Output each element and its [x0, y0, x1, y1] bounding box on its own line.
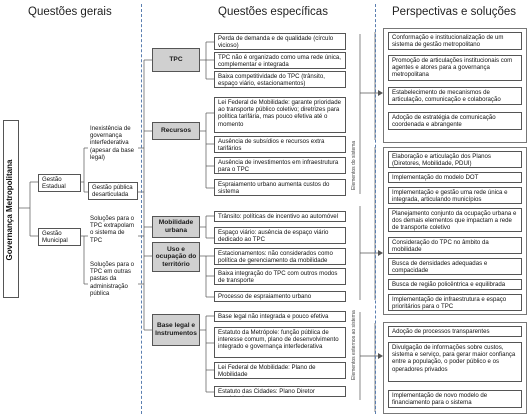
- specific-base-2: Estatuto da Metrópole: função pública de…: [214, 327, 346, 358]
- root-governance-label: Governança Metropolitana: [5, 159, 14, 261]
- specific-mobilidade-2: Espaço viário: ausência de espaço viário…: [214, 227, 346, 244]
- root-governance: Governança Metropolitana: [3, 120, 19, 298]
- specific-mobilidade-1: Trânsito: políticas de incentivo ao auto…: [214, 211, 346, 222]
- category-recursos: Recursos: [152, 122, 200, 140]
- category-uso: Uso e ocupação do território: [152, 242, 200, 272]
- level-municipal: Gestão Municipal: [38, 228, 81, 246]
- specific-tpc-1: Perda de demanda e de qualidade (círculo…: [214, 33, 346, 50]
- solution-2-6: Busca de densidades adequadas e compacid…: [388, 258, 522, 275]
- separator-right: [375, 4, 376, 414]
- specific-tpc-2: TPC não é organizado como uma rede única…: [214, 52, 346, 69]
- specific-uso-1: Estacionamentos: não considerados como p…: [214, 248, 346, 265]
- solution-2-2: Implementação do modelo DOT: [388, 172, 522, 183]
- specific-recursos-4: Espraiamento urbano aumenta custos do si…: [214, 179, 346, 196]
- specific-base-1: Base legal não integrada e pouco efetiva: [214, 311, 346, 322]
- specific-recursos-3: Ausência de investimentos em infraestrut…: [214, 157, 346, 174]
- solution-1-4: Adoção de estratégia de comunicação coor…: [388, 112, 522, 130]
- general-issue-2: Gestão pública desarticulada: [88, 182, 138, 200]
- specific-base-3: Lei Federal de Mobilidade: Plano de Mobi…: [214, 362, 346, 379]
- header-perspectives: Perspectivas e soluções: [392, 6, 517, 18]
- specific-base-4: Estatuto das Cidades: Plano Diretor muni…: [214, 386, 346, 397]
- general-issue-4: Soluções para o TPC em outras pastas da …: [90, 261, 135, 297]
- category-base: Base legal e Instrumentos: [152, 314, 200, 346]
- header-general: Questões gerais: [28, 6, 112, 18]
- solution-2-7: Busca de região policêntrica e equilibra…: [388, 279, 522, 290]
- specific-recursos-2: Ausência de subsídios e recursos extra t…: [214, 136, 346, 153]
- solution-3-3: Implementação de novo modelo de financia…: [388, 390, 522, 408]
- category-tpc: TPC: [152, 48, 200, 72]
- specific-uso-2: Baixa integração do TPC com outros modos…: [214, 268, 346, 285]
- solution-2-4: Planejamento conjunto da ocupação urbana…: [388, 208, 522, 232]
- solution-2-8: Implementação de infraestrutura e espaço…: [388, 294, 522, 311]
- side-label-internal: Elementos do sistema: [351, 140, 357, 190]
- solution-2-1: Elaboração e articulação dos Planos (Dir…: [388, 151, 522, 168]
- general-issue-3: Soluções para o TPC extrapolam o sistema…: [90, 215, 135, 244]
- header-specific: Questões específicas: [218, 6, 328, 18]
- solution-3-1: Adoção de processos transparentes: [388, 326, 522, 337]
- separator-left: [141, 4, 142, 414]
- side-label-external: Elementos externos ao sistema: [351, 310, 357, 380]
- solution-1-3: Estabelecimento de mecanismos de articul…: [388, 87, 522, 105]
- solution-1-1: Conformação e institucionalização de um …: [388, 32, 522, 50]
- solution-3-2: Divulgação de informações sobre custos, …: [388, 342, 522, 382]
- specific-uso-3: Processo de espraiamento urbano: [214, 291, 346, 302]
- specific-recursos-1: Lei Federal de Mobilidade: garante prior…: [214, 97, 346, 133]
- solution-1-2: Promoção de articulações institucionais …: [388, 55, 522, 81]
- general-issue-1: Inexistência de governança interfederati…: [90, 125, 135, 161]
- solution-2-3: Implementação e gestão uma rede única e …: [388, 187, 522, 204]
- solution-2-5: Consideração do TPC no âmbito da mobilid…: [388, 237, 522, 254]
- specific-tpc-3: Baixa competitividade do TPC (trânsito, …: [214, 71, 346, 88]
- level-state: Gestão Estadual: [38, 174, 81, 192]
- category-mobilidade: Mobilidade urbana: [152, 216, 200, 238]
